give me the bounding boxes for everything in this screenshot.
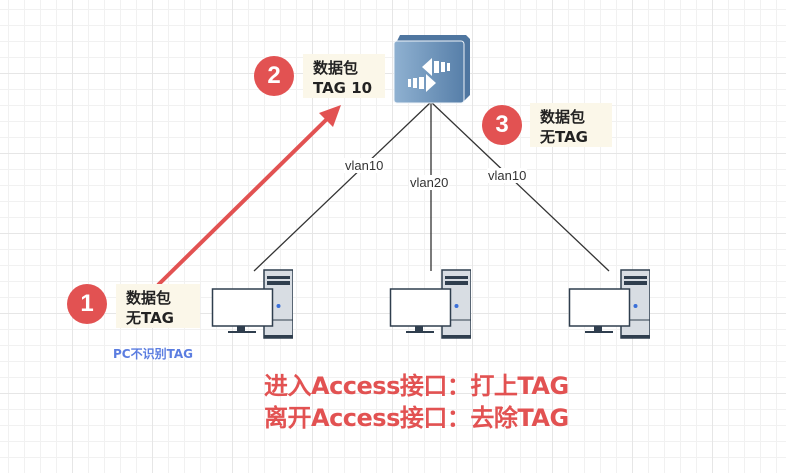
step-note-2-line2: TAG 10: [313, 79, 373, 97]
step-note-1-line1: 数据包: [126, 289, 172, 307]
step-badge-1: 1: [67, 284, 107, 324]
step-note-2: 数据包 TAG 10: [303, 54, 385, 98]
desktop-computer-icon: [568, 269, 651, 339]
link-label-right: vlan10: [487, 168, 528, 183]
pc-note-label: PC不识别TAG: [113, 347, 193, 361]
pc-middle[interactable]: [389, 268, 472, 340]
upstream-arrow: [156, 105, 341, 287]
pc-left[interactable]: [211, 268, 294, 340]
network-switch-icon: [393, 35, 470, 104]
rule-enter-access: 进入Access接口：打上TAG: [264, 372, 569, 400]
step-badge-2: 2: [254, 56, 294, 96]
pc-right[interactable]: [568, 268, 651, 340]
step-note-1-line2: 无TAG: [126, 309, 174, 327]
step-note-2-line1: 数据包: [313, 59, 359, 77]
step-note-3: 数据包 无TAG: [530, 103, 612, 147]
desktop-computer-icon: [389, 269, 472, 339]
switch-device[interactable]: [392, 31, 472, 106]
link-line-left: [253, 101, 432, 272]
link-label-middle: vlan20: [409, 175, 450, 190]
step-note-3-line1: 数据包: [540, 108, 586, 126]
step-badge-3: 3: [482, 105, 522, 145]
desktop-computer-icon: [211, 269, 294, 339]
step-note-3-line2: 无TAG: [540, 128, 588, 146]
rule-leave-access: 离开Access接口：去除TAG: [264, 404, 569, 432]
link-label-left: vlan10: [344, 158, 385, 173]
step-note-1: 数据包 无TAG: [116, 284, 200, 328]
link-line-right: [430, 101, 610, 272]
